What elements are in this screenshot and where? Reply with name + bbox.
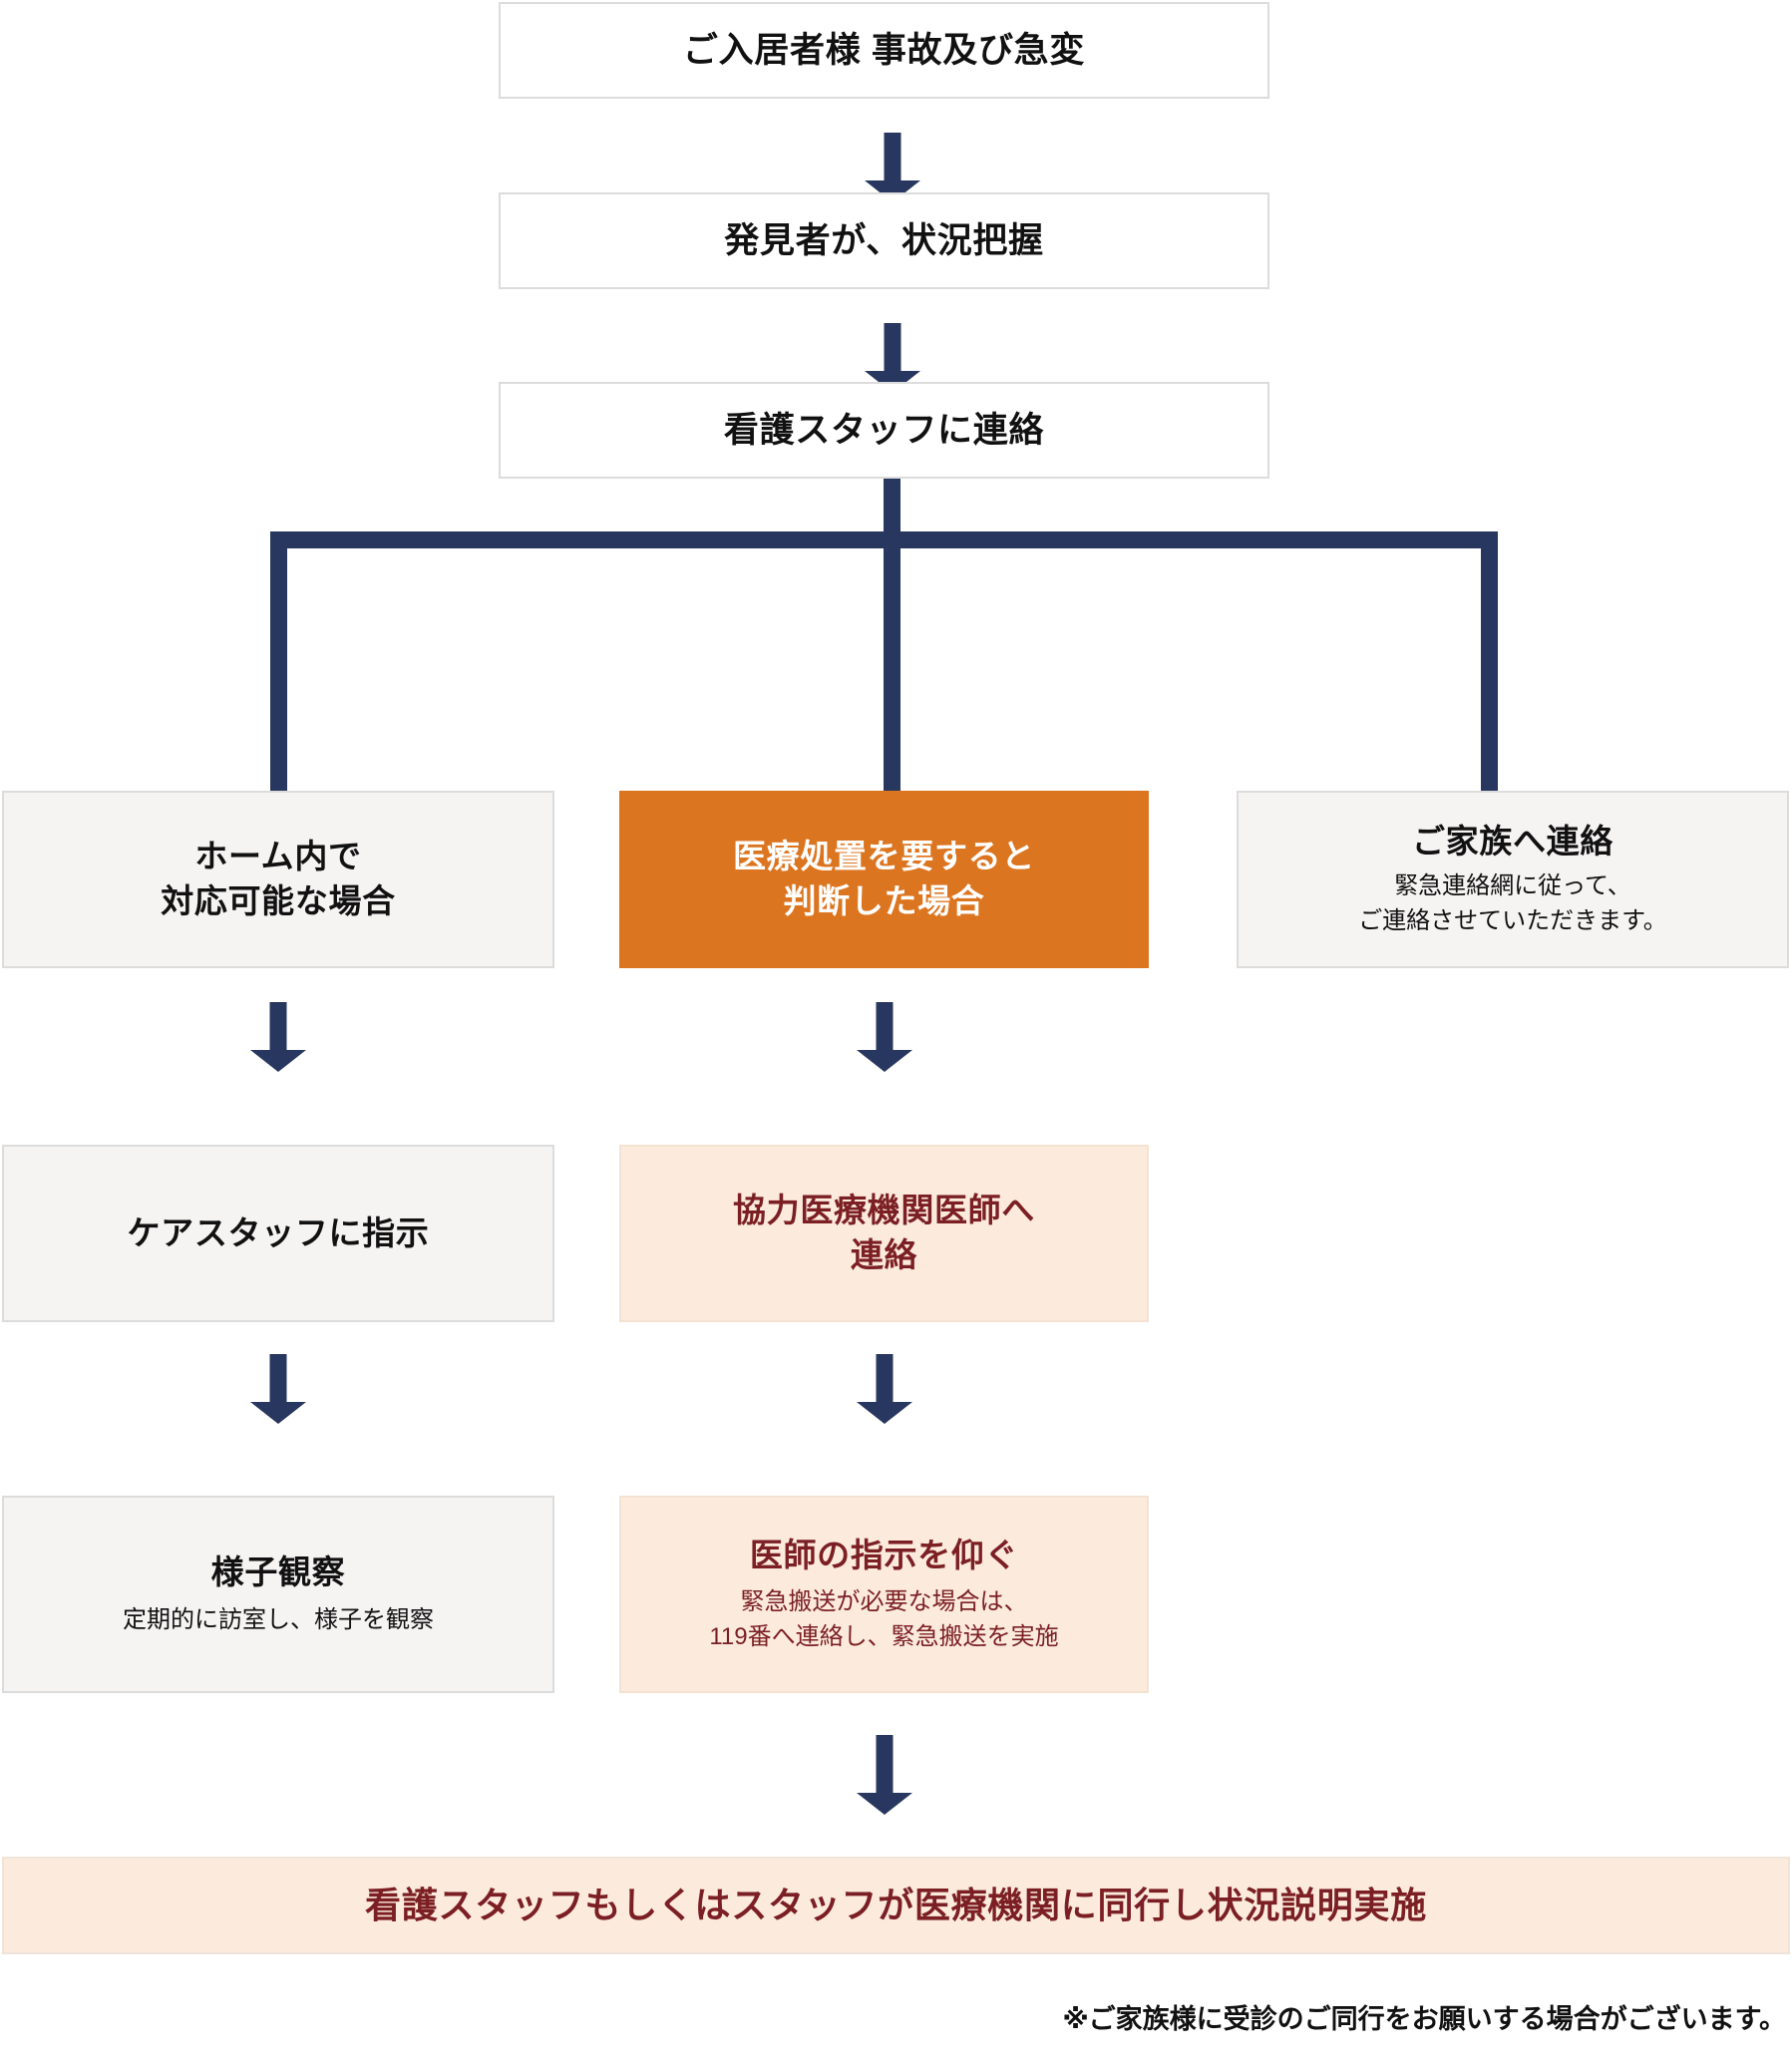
node-observe-sub: 定期的に訪室し、様子を観察: [123, 1605, 434, 1633]
arrow-stem: [876, 1002, 893, 1054]
arrow-head: [856, 1402, 912, 1424]
node-accompany-banner: 看護スタッフもしくはスタッフが医療機関に同行し状況説明実施: [2, 1857, 1790, 1954]
node-home-handle-title: ホーム内で 対応可能な場合: [161, 838, 396, 919]
arrow-stem: [876, 1354, 893, 1406]
node-contact-doctor-title: 協力医療機関医師へ 連絡: [733, 1192, 1035, 1273]
node-observe-title: 様子観察: [210, 1553, 346, 1591]
node-contact-nurse-title: 看護スタッフに連絡: [723, 410, 1045, 450]
node-instruct-care-staff-title: ケアスタッフに指示: [127, 1213, 430, 1251]
arrow-doctor-to-instruction: [856, 1354, 912, 1424]
arrow-home-to-care-staff: [249, 1002, 306, 1072]
arrow-stem: [884, 323, 900, 375]
node-medical-needed: 医療処置を要すると 判断した場合: [619, 791, 1149, 968]
node-doctor-instruction: 医師の指示を仰ぐ 緊急搬送が必要な場合は、 119番へ連絡し、緊急搬送を実施: [619, 1496, 1149, 1693]
node-grasp-situation: 発見者が、状況把握: [499, 192, 1269, 289]
arrow-head: [856, 1050, 912, 1072]
arrow-stem: [884, 133, 900, 184]
node-incident: ご入居者様 事故及び急変: [499, 2, 1269, 99]
branch-center-drop: [884, 531, 900, 793]
arrow-stem: [876, 1735, 893, 1795]
footnote-family-accompany: ※ご家族様に受診のご同行をお願いする場合がございます。: [1062, 2004, 1786, 2034]
branch-left-drop: [270, 531, 287, 793]
node-contact-family-title: ご家族へ連絡: [1412, 822, 1613, 860]
node-contact-doctor: 協力医療機関医師へ 連絡: [619, 1145, 1149, 1322]
node-contact-family: ご家族へ連絡 緊急連絡網に従って、 ご連絡させていただきます。: [1237, 791, 1789, 968]
arrow-head: [249, 1050, 306, 1072]
arrow-care-staff-to-observe: [249, 1354, 306, 1424]
arrow-stem: [269, 1002, 286, 1054]
branch-stem-vertical: [884, 479, 900, 540]
branch-right-drop: [1481, 531, 1498, 793]
node-medical-needed-title: 医療処置を要すると 判断した場合: [733, 838, 1035, 919]
arrow-instruction-to-banner: [856, 1735, 912, 1815]
node-incident-title: ご入居者様 事故及び急変: [682, 30, 1086, 70]
node-contact-nurse: 看護スタッフに連絡: [499, 382, 1269, 479]
node-home-handle: ホーム内で 対応可能な場合: [2, 791, 554, 968]
node-doctor-instruction-sub: 緊急搬送が必要な場合は、 119番へ連絡し、緊急搬送を実施: [709, 1588, 1059, 1651]
node-contact-family-sub: 緊急連絡網に従って、 ご連絡させていただきます。: [1358, 872, 1667, 935]
node-accompany-banner-title: 看護スタッフもしくはスタッフが医療機関に同行し状況説明実施: [365, 1884, 1427, 1925]
node-observe: 様子観察 定期的に訪室し、様子を観察: [2, 1496, 554, 1693]
arrow-head: [249, 1402, 306, 1424]
arrow-medical-to-doctor: [856, 1002, 912, 1072]
arrow-stem: [269, 1354, 286, 1406]
arrow-head: [856, 1793, 912, 1815]
node-instruct-care-staff: ケアスタッフに指示: [2, 1145, 554, 1322]
node-grasp-situation-title: 発見者が、状況把握: [724, 220, 1044, 260]
node-doctor-instruction-title: 医師の指示を仰ぐ: [749, 1536, 1019, 1573]
